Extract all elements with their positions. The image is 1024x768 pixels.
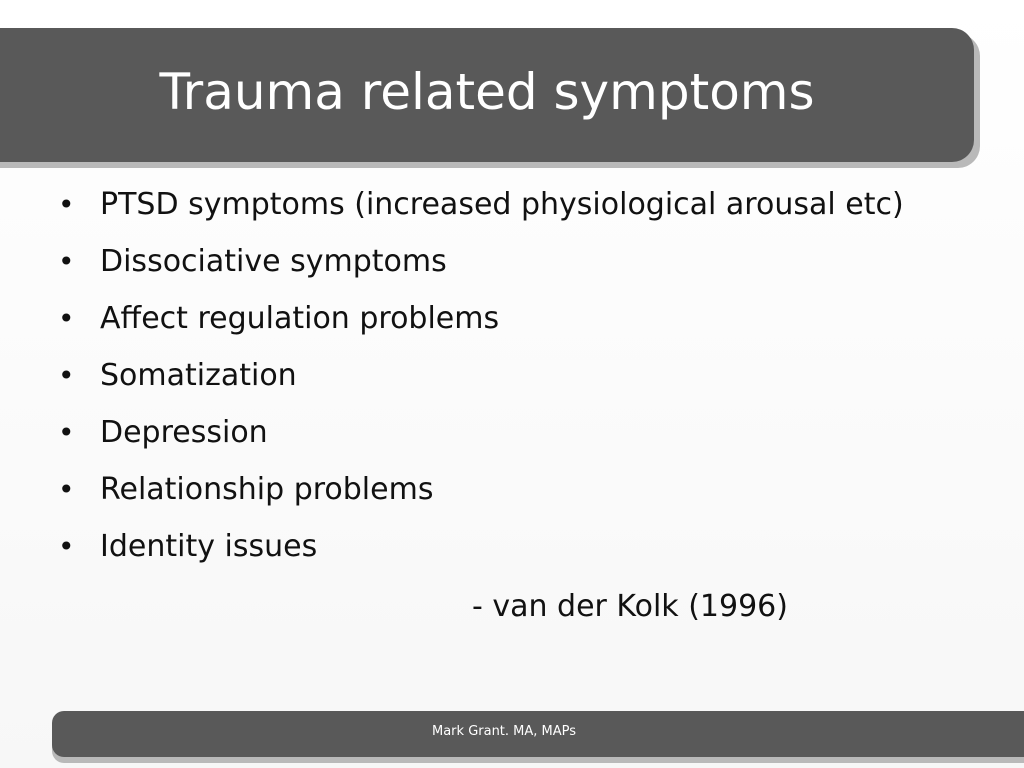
slide-title: Trauma related symptoms	[159, 63, 815, 121]
bullet-item: • Somatization	[58, 358, 904, 415]
bullet-icon: •	[58, 359, 75, 392]
bullet-text: Identity issues	[100, 529, 318, 564]
bullet-icon: •	[58, 416, 75, 449]
bullet-icon: •	[58, 188, 75, 221]
title-banner: Trauma related symptoms	[0, 28, 974, 162]
bullet-item: • Affect regulation problems	[58, 301, 904, 358]
bullet-text: Relationship problems	[100, 472, 434, 507]
footer-author: Mark Grant. MA, MAPs	[432, 724, 577, 739]
bullet-item: • PTSD symptoms (increased physiological…	[58, 187, 904, 244]
footer-banner	[52, 711, 1024, 757]
bullet-text: Somatization	[100, 358, 297, 393]
bullet-icon: •	[58, 530, 75, 563]
bullet-item: • Dissociative symptoms	[58, 244, 904, 301]
bullet-text: Affect regulation problems	[100, 301, 500, 336]
bullet-text: PTSD symptoms (increased physiological a…	[100, 187, 904, 222]
bullet-icon: •	[58, 473, 75, 506]
bullet-item: • Relationship problems	[58, 472, 904, 529]
bullet-icon: •	[58, 302, 75, 335]
bullet-text: Dissociative symptoms	[100, 244, 447, 279]
citation: - van der Kolk (1996)	[472, 589, 788, 624]
bullet-list: • PTSD symptoms (increased physiological…	[58, 187, 904, 586]
bullet-icon: •	[58, 245, 75, 278]
bullet-item: • Identity issues	[58, 529, 904, 586]
bullet-text: Depression	[100, 415, 268, 450]
bullet-item: • Depression	[58, 415, 904, 472]
